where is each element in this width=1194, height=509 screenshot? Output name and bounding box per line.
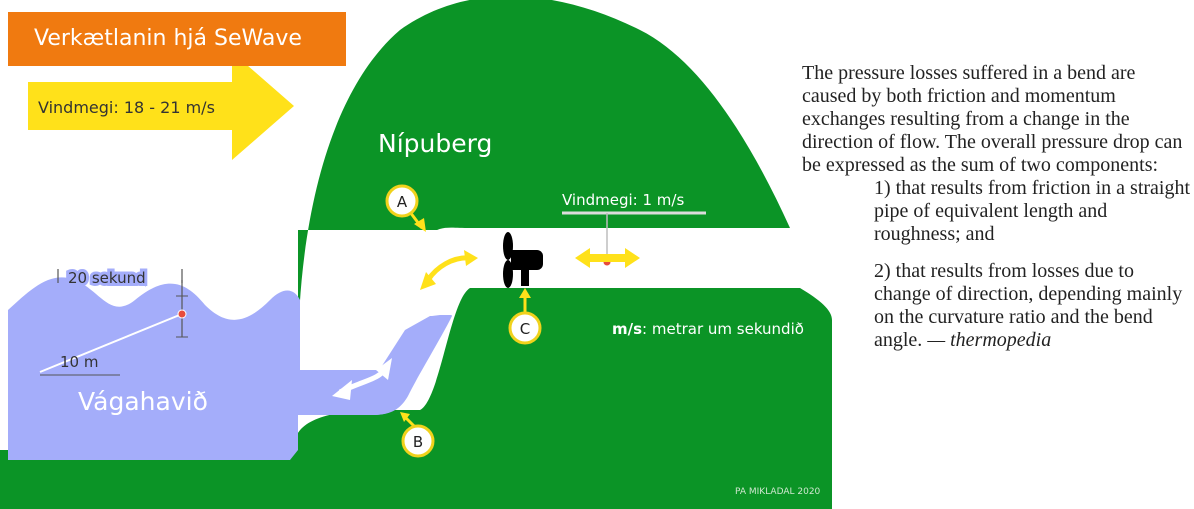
wind-arrow <box>28 52 294 160</box>
mountain-label: Nípuberg <box>378 129 492 158</box>
wave-slope-line <box>39 313 183 373</box>
mountain-shape <box>298 0 790 509</box>
units-legend: m/s: metrar um sekundið <box>612 320 804 338</box>
marker-c: C <box>508 311 542 345</box>
svg-text:A: A <box>397 193 408 211</box>
turbine-icon <box>503 232 543 288</box>
explanation-point-1: 1) that results from friction in a strai… <box>874 177 1191 245</box>
wave-height-label: 10 m <box>60 353 98 371</box>
svg-text:B: B <box>413 433 423 451</box>
explanation-point-2: 2) that results from losses due to chang… <box>874 260 1183 351</box>
attribution: — thermopedia <box>927 329 1052 351</box>
credit-text: PA MIKLADAL 2020 <box>735 487 821 497</box>
wind-main-label: Vindmegi: 18 - 21 m/s <box>38 98 215 117</box>
bay-label: Vágahavið <box>78 387 208 416</box>
tunnel-wind-label: Vindmegi: 1 m/s <box>562 191 684 209</box>
tunnel-water <box>300 316 452 415</box>
explanation-text: The pressure losses suffered in a bend a… <box>802 62 1194 352</box>
wave-period-label: 20 sekund <box>68 269 146 287</box>
page-title: Verkætlanin hjá SeWave <box>34 26 302 51</box>
explanation-intro: The pressure losses suffered in a bend a… <box>802 62 1183 176</box>
tunnel-interior <box>378 227 790 372</box>
title-banner: Verkætlanin hjá SeWave <box>8 12 346 66</box>
marker-a: A <box>385 184 419 218</box>
marker-b: B <box>401 424 435 458</box>
svg-text:C: C <box>520 320 530 338</box>
tunnel-double-arrow <box>575 248 640 268</box>
